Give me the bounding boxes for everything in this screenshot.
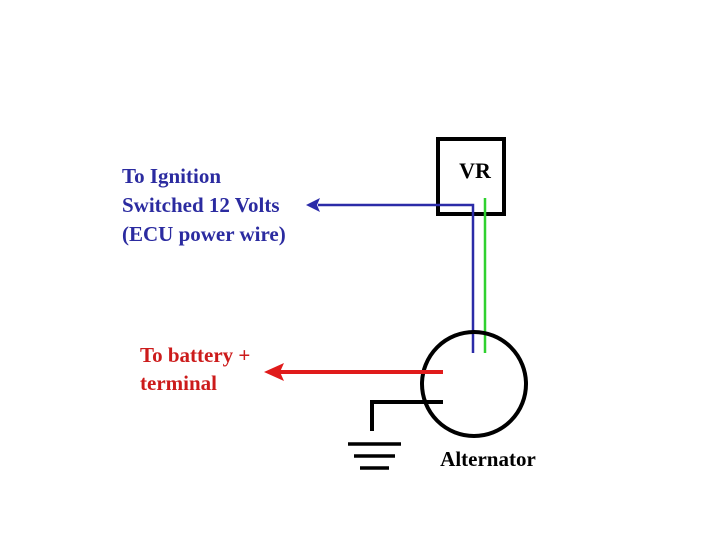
ignition-wire [318,203,475,353]
ground-icon [348,442,401,470]
ignition-label: To Ignition Switched 12 Volts (ECU power… [122,164,286,246]
ignition-label-line-1: To Ignition [122,164,221,188]
battery-label-line-2: terminal [140,371,217,395]
ignition-arrowhead [306,198,320,212]
alternator-label: Alternator [440,447,536,471]
ignition-label-line-3: (ECU power wire) [122,222,286,246]
ignition-label-line-2: Switched 12 Volts [122,193,280,217]
battery-label: To battery + terminal [140,343,250,395]
voltage-regulator-label: VR [459,158,492,183]
battery-label-line-1: To battery + [140,343,250,367]
ground-wire [370,400,443,431]
voltage-regulator-box [436,137,506,216]
battery-arrowhead [264,363,284,381]
alternator-body [420,330,528,438]
